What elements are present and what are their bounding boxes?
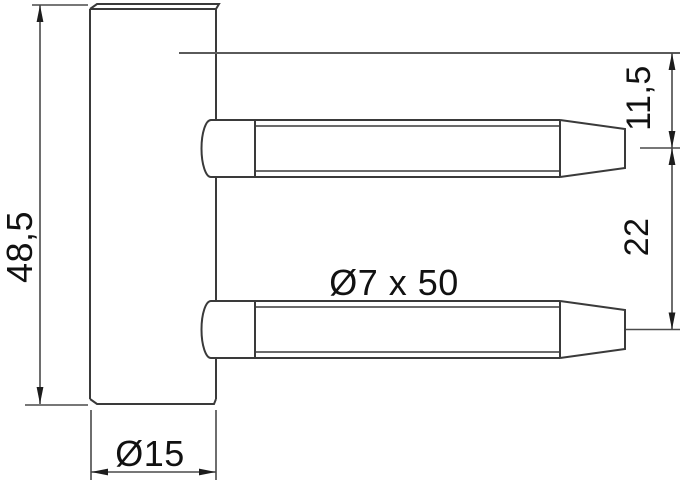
pin-top bbox=[200, 119, 626, 178]
pin-bottom-tip bbox=[559, 300, 626, 359]
body-outline bbox=[89, 3, 221, 405]
pin-spec-label: Ø7 x 50 bbox=[329, 262, 459, 303]
pin-bottom-thread-lines bbox=[255, 306, 560, 353]
pin-bottom-dome-arc bbox=[200, 300, 212, 359]
height-extension-lines bbox=[25, 4, 88, 406]
diameter-arrow-right bbox=[199, 468, 216, 476]
pin-top-thread-lines bbox=[255, 125, 560, 172]
pin-top-dome-arc bbox=[200, 119, 212, 178]
diameter-extension-lines bbox=[90, 410, 217, 480]
pin-spacing-arrow-down bbox=[668, 312, 676, 330]
pin-offset-arrow-up bbox=[668, 53, 676, 70]
dimension-body-height: 48,5 bbox=[0, 4, 88, 406]
body-top-face bbox=[89, 3, 221, 10]
height-label: 48,5 bbox=[0, 211, 40, 283]
body-bottom-face bbox=[89, 398, 217, 405]
pin-bottom bbox=[200, 300, 626, 359]
height-arrow-up bbox=[36, 5, 44, 22]
pin-spacing-label: 22 bbox=[618, 218, 656, 257]
pin-offset-arrow-down bbox=[668, 131, 676, 148]
dimension-pin-offset: 11,5 bbox=[620, 53, 680, 149]
pin-top-tip bbox=[559, 119, 626, 178]
pin-spacing-arrow-up bbox=[668, 148, 676, 165]
diameter-label: Ø15 bbox=[115, 433, 185, 474]
dimension-pin-spacing: 22 bbox=[618, 148, 680, 331]
dimension-body-diameter: Ø15 bbox=[90, 410, 217, 480]
height-arrow-down bbox=[36, 387, 44, 404]
diameter-arrow-left bbox=[91, 468, 108, 476]
pin-offset-label: 11,5 bbox=[620, 65, 658, 131]
